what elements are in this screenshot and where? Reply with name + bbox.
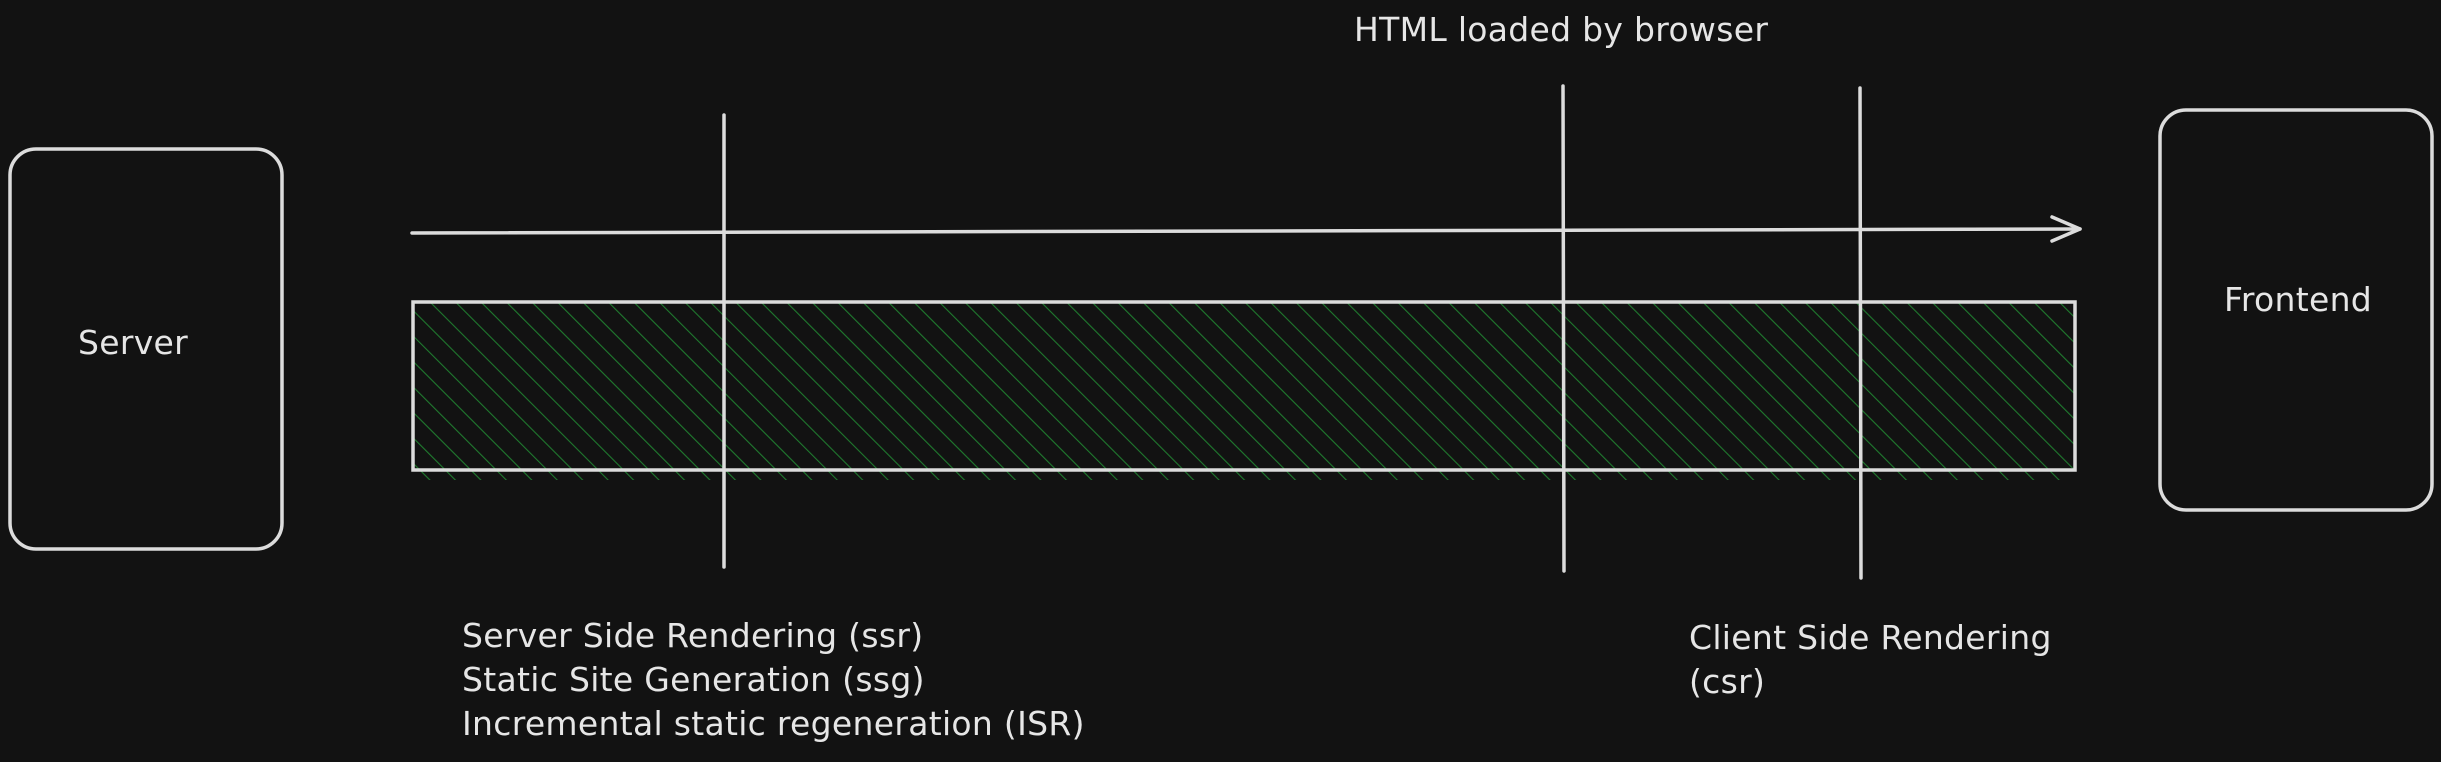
flow-arrow-line xyxy=(410,227,2082,235)
annotation-csr-line1: Client Side Rendering xyxy=(1689,618,2052,657)
frontend-box xyxy=(2158,108,2434,512)
rendering-band-fill xyxy=(413,302,2075,480)
flow-arrow-head xyxy=(2050,215,2082,243)
frontend-label: Frontend xyxy=(2224,280,2373,319)
annotation-html-loaded: HTML loaded by browser xyxy=(1354,10,1769,49)
server-label: Server xyxy=(78,323,189,362)
annotation-server-rendering-group: Server Side Rendering (ssr) Static Site … xyxy=(462,614,1085,746)
annotation-ssg: Static Site Generation (ssg) xyxy=(462,660,925,699)
annotation-isr: Incremental static regeneration (ISR) xyxy=(462,704,1085,743)
annotation-client-rendering-group: Client Side Rendering (csr) xyxy=(1689,616,2052,704)
server-box xyxy=(8,147,284,551)
divider-html-loaded xyxy=(1561,84,1566,573)
rendering-band xyxy=(411,300,2077,472)
annotation-csr-line2: (csr) xyxy=(1689,662,1766,701)
divider-csr xyxy=(1858,86,1863,580)
annotation-ssr: Server Side Rendering (ssr) xyxy=(462,616,924,655)
